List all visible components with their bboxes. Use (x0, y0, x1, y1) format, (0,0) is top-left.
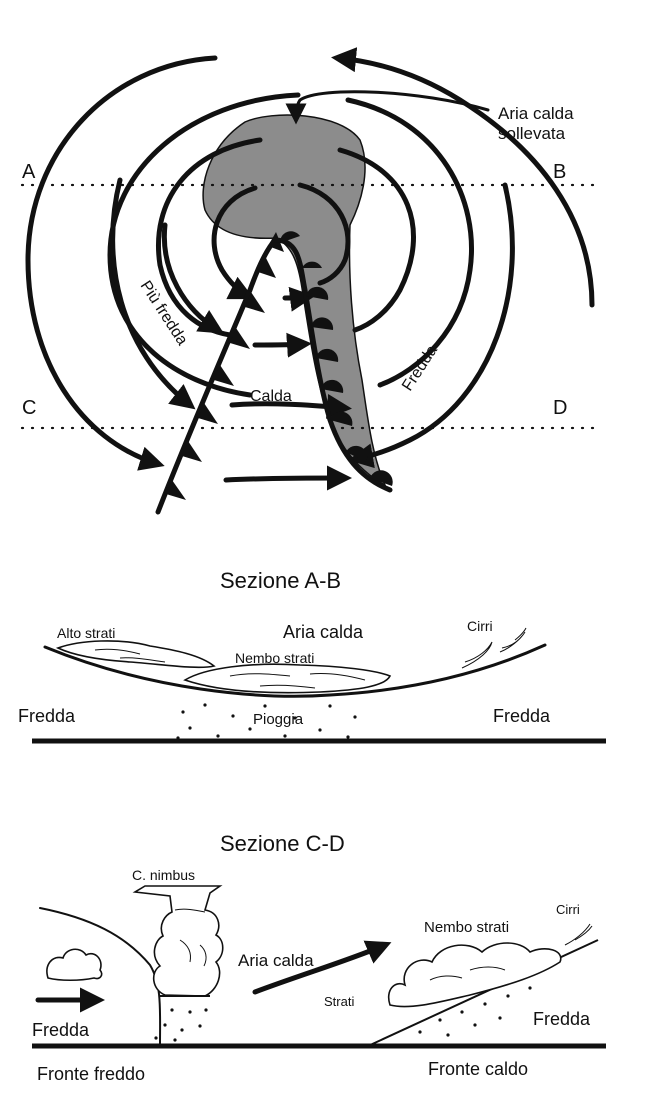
section-ab: Sezione A-B Alto strati Aria calda (18, 568, 606, 744)
point-label-d: D (553, 397, 567, 419)
ab-alto-strati-label: Alto strati (57, 625, 115, 641)
ab-frontal-surface (43, 643, 547, 698)
lifted-air-label-line1: Aria calda (498, 104, 574, 123)
point-label-c: C (22, 397, 36, 419)
cirri-wisps-ab (461, 627, 527, 669)
ab-fredda-right-label: Fredda (493, 706, 551, 726)
ab-pioggia-label: Pioggia (253, 711, 304, 728)
circulation-arrows (25, 47, 595, 491)
lifted-air-label: Aria calda sollevata (498, 104, 578, 143)
ab-cirri-label: Cirri (467, 618, 493, 634)
warm-front (272, 231, 393, 493)
cd-fredda-right-label: Fredda (533, 1009, 591, 1029)
nembo-strati-cloud (183, 663, 392, 694)
warm-air-label: Calda (250, 388, 292, 405)
cd-strati-label: Strati (324, 994, 354, 1009)
cold-front (155, 232, 284, 515)
ab-nembo-strati-label: Nembo strati (235, 650, 314, 666)
ab-fredda-left-label: Fredda (18, 706, 76, 726)
cd-cirri-label: Cirri (556, 902, 580, 917)
ab-aria-calda-label: Aria calda (283, 622, 364, 642)
alto-strati-cloud (55, 640, 216, 669)
cd-c-nimbus-label: C. nimbus (132, 867, 195, 883)
cd-cold-front-surface (39, 907, 162, 1046)
cumulonimbus-cloud (132, 885, 224, 997)
rain-dots-cd-left (154, 1008, 208, 1042)
section-cd: Sezione C-D (32, 831, 606, 1084)
lifted-air-arrow (285, 90, 490, 125)
point-label-a: A (22, 161, 36, 183)
cumulonimbus-base (160, 995, 210, 997)
section-ab-title: Sezione A-B (220, 568, 341, 593)
cd-nembo-strati-cloud (387, 942, 562, 1008)
point-label-b: B (553, 161, 566, 183)
cd-nembo-strati-label: Nembo strati (424, 919, 509, 936)
cd-aria-calda-label: Aria calda (238, 951, 314, 970)
cd-fronte-freddo-label: Fronte freddo (37, 1064, 145, 1084)
cd-fronte-caldo-label: Fronte caldo (428, 1059, 528, 1079)
cd-aria-calda-arrow (252, 940, 392, 995)
rain-dots-cd-right (418, 986, 532, 1037)
cold-air-label: Fredda (399, 342, 441, 394)
cd-fredda-left-label: Fredda (32, 1020, 90, 1040)
map-view: A B C D Aria calda sollevata Più fredda … (20, 47, 602, 515)
lifted-air-label-line2: sollevata (498, 124, 566, 143)
cirri-wisps-cd (564, 923, 593, 946)
small-cumulus-cloud (46, 948, 103, 982)
section-cd-title: Sezione C-D (220, 831, 345, 856)
